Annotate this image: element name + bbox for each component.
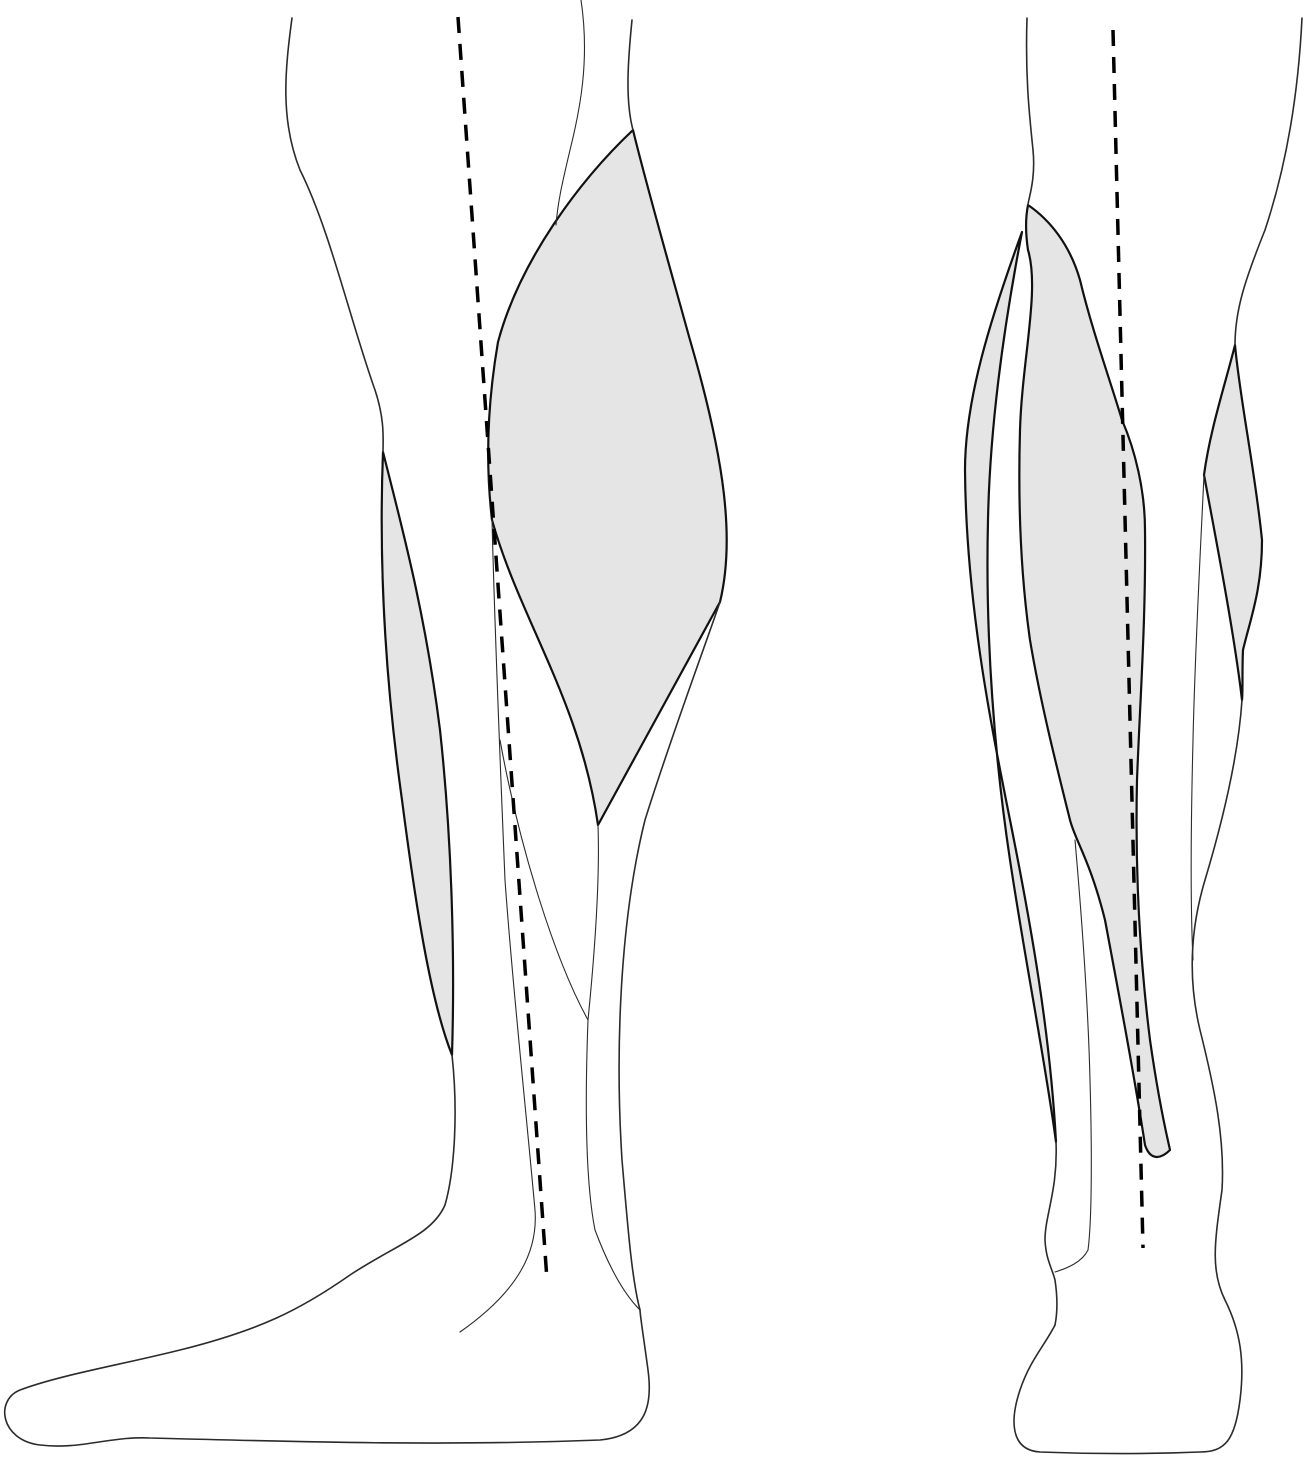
right-central-calf-muscle [1018,203,1172,1158]
left-inner-shin-line [459,519,536,1333]
right-leg-axis-line [1111,29,1145,1249]
right-outer-lower-leg-outline [1044,1141,1058,1326]
right-inner-thigh-outline [1234,17,1303,346]
left-shin-to-ankle-outline [4,1054,651,1447]
left-back-thigh-outline [627,19,634,131]
left-soleus-inner-line [499,739,589,1021]
right-outer-thigh-outline [1025,17,1035,206]
right-medial-calf-muscle [1202,343,1264,702]
left-back-calf-outline [618,601,721,1311]
right-inner-lower-leg-outline [1013,699,1243,1455]
left-knee-crease-line [555,0,586,226]
left-calf-muscle [487,128,728,827]
left-leg-front-outline [285,17,384,453]
left-anterior-shin-muscle [380,450,455,1057]
right-inner-calf-line [1190,474,1205,961]
left-leg-axis-line [456,16,549,1281]
left-soleus-line [585,824,641,1311]
right-tendon-line [1054,839,1092,1273]
right-leg-posterior-view [963,17,1303,1455]
left-leg-lateral-view [4,0,728,1447]
